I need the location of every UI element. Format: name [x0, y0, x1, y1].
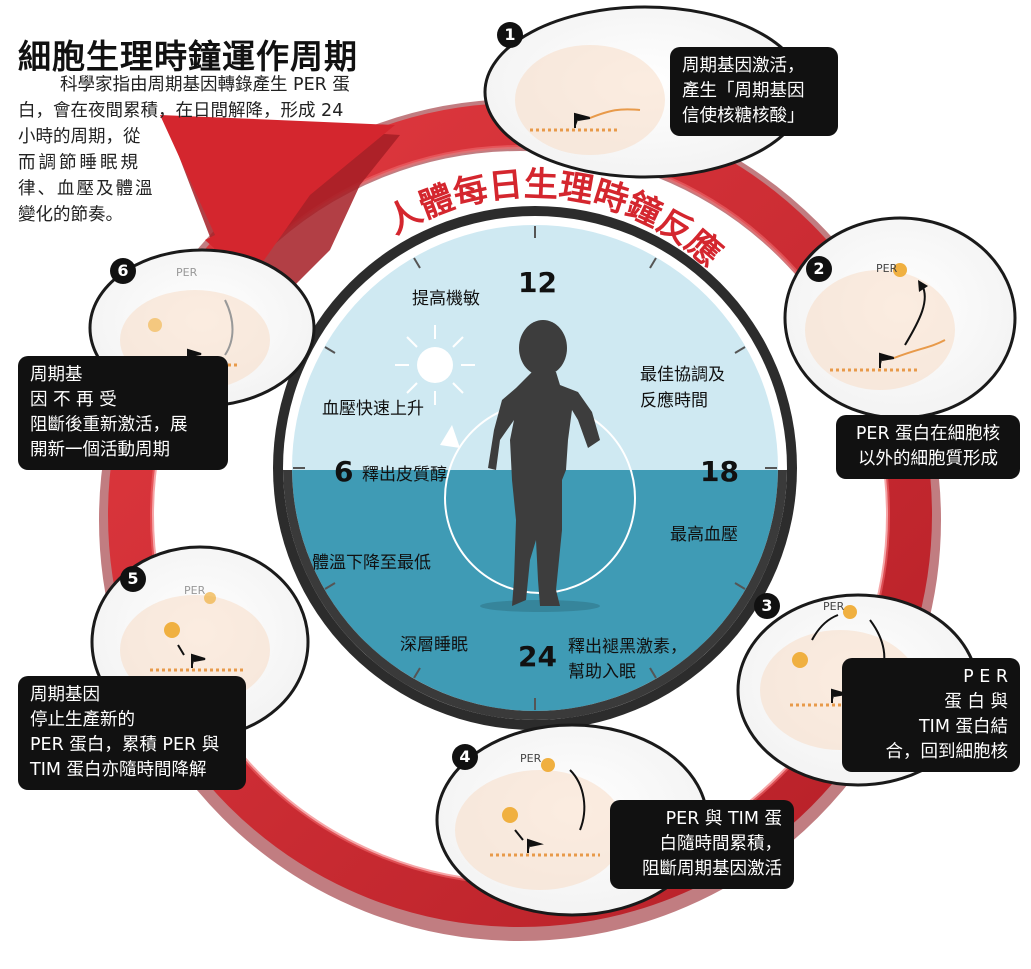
- step-4-line-1: PER 與 TIM 蛋: [665, 809, 782, 829]
- per-label-2: PER: [876, 262, 898, 275]
- step-5-callout: 周期基因 停止生產新的 PER 蛋白，累積 PER 與 TIM 蛋白亦隨時間降解: [18, 676, 246, 790]
- step-2-line-2: 以外的細胞質形成: [858, 449, 998, 469]
- clock-hour-24: 24: [518, 640, 557, 673]
- cell-icon-2: [805, 263, 955, 390]
- intro-line-1: 科學家指由周期基因轉錄產生 PER 蛋: [60, 75, 350, 95]
- step-2-line-1: PER 蛋白在細胞核: [855, 424, 1001, 444]
- gene-flag-icon: [574, 112, 591, 128]
- step-1-callout: 周期基因激活， 產生「周期基因 信使核糖核酸」: [670, 47, 838, 136]
- step-4-line-2: 白隨時間累積，: [659, 834, 783, 854]
- intro-line-4: 而調節睡眠規: [18, 153, 141, 173]
- page-title: 細胞生理時鐘運作周期: [18, 37, 358, 76]
- cell-icon-4: [455, 758, 625, 890]
- clock-hour-12: 12: [518, 266, 557, 299]
- step-3-number: 3: [754, 593, 780, 619]
- intro-line-2: 白，會在夜間累積，在日間解降，形成 24: [18, 101, 344, 121]
- step-3-line-3: TIM 蛋白結: [918, 717, 1008, 737]
- person-silhouette-icon: [480, 320, 600, 612]
- step-1-line-3: 信使核糖核酸」: [682, 106, 805, 126]
- per-label-3: PER: [823, 600, 845, 613]
- step-6-number: 6: [110, 258, 136, 284]
- rotation-arrowhead-icon: [440, 425, 460, 448]
- label-coordination-1: 最佳協調及: [640, 365, 725, 385]
- step-6-line-1: 周期基: [30, 365, 83, 385]
- clock-ticks: [293, 226, 777, 710]
- step-5-line-1: 周期基因: [30, 685, 100, 705]
- label-deep-sleep: 深層睡眠: [400, 635, 468, 655]
- label-bp-rise: 血壓快速上升: [322, 399, 424, 419]
- per-label-6: PER: [176, 266, 198, 279]
- step-3-callout: P E R 蛋 白 與 TIM 蛋白結 合，回到細胞核: [842, 658, 1020, 772]
- step-4-line-3: 阻斷周期基因激活: [642, 859, 782, 879]
- step-1-number: 1: [497, 22, 523, 48]
- clock-hour-18: 18: [700, 455, 739, 488]
- step-6-line-2: 因 不 再 受: [30, 390, 117, 410]
- step-1-line-1: 周期基因激活，: [682, 56, 805, 76]
- label-melatonin-2: 幫助入眠: [568, 662, 636, 682]
- step-5-number: 5: [120, 566, 146, 592]
- label-temp-low: 體溫下降至最低: [312, 553, 431, 573]
- step-1-line-2: 產生「周期基因: [682, 81, 805, 101]
- step-6-line-3: 阻斷後重新激活，展: [30, 415, 188, 435]
- per-label-5: PER: [184, 584, 206, 597]
- intro-line-3: 小時的周期，從: [18, 127, 141, 147]
- label-bp-peak: 最高血壓: [670, 525, 738, 545]
- step-5-line-2: 停止生產新的: [30, 710, 135, 730]
- intro-line-5: 律、血壓及體溫: [18, 179, 155, 199]
- label-alert: 提高機敏: [412, 289, 480, 309]
- per-label-4: PER: [520, 752, 542, 765]
- step-3-line-4: 合，回到細胞核: [885, 742, 1009, 762]
- intro-line-6: 變化的節奏。: [18, 205, 123, 225]
- step-3-line-2: 蛋 白 與: [944, 692, 1008, 712]
- sun-icon: [395, 325, 475, 405]
- step-3-line-1: P E R: [963, 667, 1008, 687]
- step-5-line-3: PER 蛋白，累積 PER 與: [30, 735, 220, 755]
- label-cortisol: 釋出皮質醇: [362, 465, 447, 485]
- step-2-callout: PER 蛋白在細胞核 以外的細胞質形成: [836, 415, 1020, 479]
- step-5-line-4: TIM 蛋白亦隨時間降解: [30, 760, 207, 780]
- label-coordination-2: 反應時間: [640, 391, 708, 411]
- cell-icon-1: [515, 45, 665, 155]
- step-4-number: 4: [452, 744, 478, 770]
- step-4-callout: PER 與 TIM 蛋 白隨時間累積， 阻斷周期基因激活: [610, 800, 794, 889]
- step-6-line-4: 開新一個活動周期: [30, 440, 170, 460]
- clock-hour-6: 6: [334, 455, 354, 488]
- step-6-callout: 周期基 因 不 再 受 阻斷後重新激活，展 開新一個活動周期: [18, 356, 228, 470]
- label-melatonin-1: 釋出褪黑激素，: [568, 637, 687, 657]
- step-2-number: 2: [806, 256, 832, 282]
